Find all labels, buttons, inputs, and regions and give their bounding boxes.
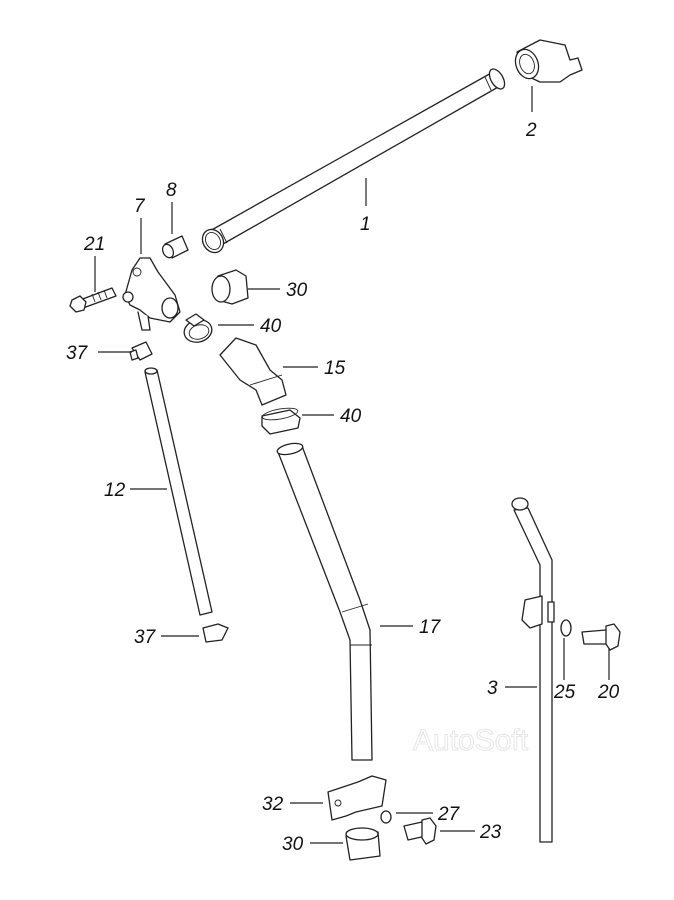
callout-23: 23 — [479, 822, 502, 843]
dipstick-tube[interactable] — [511, 497, 555, 843]
callout-27: 27 — [437, 804, 461, 825]
callout-15: 15 — [324, 358, 346, 379]
callout-2: 2 — [525, 120, 537, 141]
hose-clamp-upper[interactable] — [182, 313, 215, 345]
callout-32: 32 — [262, 794, 284, 815]
callout-7: 7 — [134, 196, 146, 217]
cap-lower[interactable] — [345, 827, 381, 861]
leader-lines — [94, 86, 610, 844]
callout-40-lower: 40 — [340, 406, 362, 427]
small-tube[interactable] — [144, 367, 213, 616]
bolt-21[interactable] — [69, 287, 117, 313]
hose-clip-lower[interactable] — [202, 623, 229, 643]
callout-40-upper: 40 — [260, 316, 282, 337]
callout-21: 21 — [83, 234, 105, 255]
lock-washer[interactable] — [560, 619, 572, 637]
callout-30-upper: 30 — [286, 280, 308, 301]
callout-25: 25 — [553, 682, 576, 703]
callout-20: 20 — [597, 682, 620, 703]
callout-37-lower: 37 — [134, 627, 157, 648]
callout-3: 3 — [487, 678, 498, 699]
callout-12: 12 — [104, 480, 126, 501]
hose-clamp-lower[interactable] — [261, 406, 301, 435]
manifold-fitting[interactable] — [122, 257, 181, 331]
bolt-20[interactable] — [581, 623, 621, 651]
cap-upper[interactable] — [211, 269, 249, 305]
washer[interactable] — [380, 810, 392, 824]
pipe-bracket[interactable] — [327, 775, 387, 821]
pipe-elbow-fitting[interactable] — [512, 39, 583, 83]
callout-37-upper: 37 — [66, 343, 89, 364]
bent-pipe[interactable] — [276, 441, 373, 761]
hose-clip-upper[interactable] — [129, 341, 153, 361]
callout-17: 17 — [419, 617, 442, 638]
long-pipe[interactable] — [198, 66, 507, 256]
callout-8: 8 — [166, 180, 177, 201]
callout-30-lower: 30 — [282, 834, 304, 855]
callout-1: 1 — [360, 214, 371, 235]
watermark: AutoSoft — [413, 724, 529, 757]
elbow-hose[interactable] — [219, 337, 287, 406]
bushing[interactable] — [161, 235, 189, 259]
bolt-23[interactable] — [403, 817, 437, 845]
